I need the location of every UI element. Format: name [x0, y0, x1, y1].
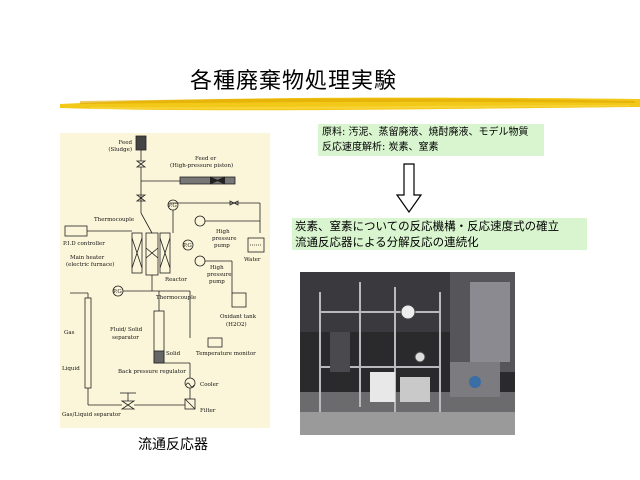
label-feeder: Feed er [195, 156, 217, 162]
feed-valve [135, 160, 147, 168]
label-thermocouple-top: Thermocouple [94, 217, 134, 223]
label-feed: Feed [118, 140, 132, 146]
oxidant-tank [231, 292, 247, 308]
label-thermocouple-mid: Thermocouple [156, 295, 196, 301]
heater-right [159, 232, 171, 274]
label-fluid-solid: Fluid/ Solid [110, 327, 143, 333]
gas-liquid-separator [84, 297, 92, 389]
label-solid: Solid [166, 351, 181, 357]
label-pump-2: pump [209, 279, 225, 285]
down-arrow-icon [396, 163, 422, 213]
label-water: Water [244, 257, 261, 263]
pg-gauge-mid [182, 239, 194, 251]
label-pump-1: pump [214, 243, 230, 249]
slide-title: 各種廃棄物処理実験 [190, 69, 398, 94]
label-high-2: High [210, 265, 224, 271]
pid-controller [64, 225, 88, 237]
label-pressure-2: pressure [207, 272, 231, 278]
label-back-pressure: Back pressure regulator [118, 369, 186, 375]
pump-top [194, 215, 206, 227]
label-pid: P.I.D controller [63, 241, 105, 247]
main-heater [131, 232, 143, 274]
feed-container [135, 135, 147, 151]
label-oxidant-tank: Oxidant tank [220, 314, 257, 320]
outcome-box: 炭素、窒素についての反応機構・反応速度式の確立 流通反応器による分解反応の連続化 [292, 218, 587, 250]
outcome-line-2: 流通反応器による分解反応の連続化 [295, 235, 479, 249]
label-cooler: Cooler [200, 382, 219, 388]
water-tank [247, 237, 265, 253]
label-liquid: Liquid [62, 366, 80, 372]
label-h2o2: (H2O2) [226, 321, 247, 328]
label-temperature-monitor: Temperature monitor [196, 351, 256, 357]
label-pg-3: P.G [113, 289, 122, 295]
materials-box: 原料: 汚泥、蒸留廃液、焼酎廃液、モデル物質 反応速度解析: 炭素、窒素 [318, 124, 544, 156]
label-pg-1: P.G [168, 203, 177, 209]
label-main-heater: Main heater [70, 255, 105, 261]
label-electric-furnace: (electric furnace) [66, 261, 114, 268]
label-filter: Filter [200, 408, 216, 414]
label-gas-liquid: Gas/Liquid separator [62, 412, 121, 418]
outcome-line-1: 炭素、窒素についての反応機構・反応速度式の確立 [295, 219, 560, 233]
label-reactor: Reactor [165, 277, 187, 283]
diagram-caption: 流通反応器 [138, 437, 208, 453]
reactor-photo [300, 272, 515, 435]
pump-bottom [194, 255, 206, 267]
label-high-1: High [216, 229, 230, 235]
reactor [145, 232, 159, 276]
label-separator: separator [112, 335, 139, 341]
temperature-monitor [207, 337, 223, 348]
materials-line: 原料: 汚泥、蒸留廃液、焼酎廃液、モデル物質 [322, 127, 529, 138]
feeder-piston [179, 176, 236, 185]
label-pressure-1: pressure [212, 236, 236, 242]
analysis-line: 反応速度解析: 炭素、窒素 [322, 142, 439, 153]
back-pressure-regulator [120, 400, 136, 410]
label-sludge: (Sludge) [108, 146, 132, 153]
label-gas: Gas [64, 330, 75, 336]
title-underline-brush [60, 97, 640, 111]
flow-reactor-diagram: Feed (Sludge) Feed er (High-pressure pis… [60, 133, 270, 428]
label-pg-2: P.G [183, 243, 192, 249]
label-piston: (High-pressure piston) [170, 162, 233, 169]
